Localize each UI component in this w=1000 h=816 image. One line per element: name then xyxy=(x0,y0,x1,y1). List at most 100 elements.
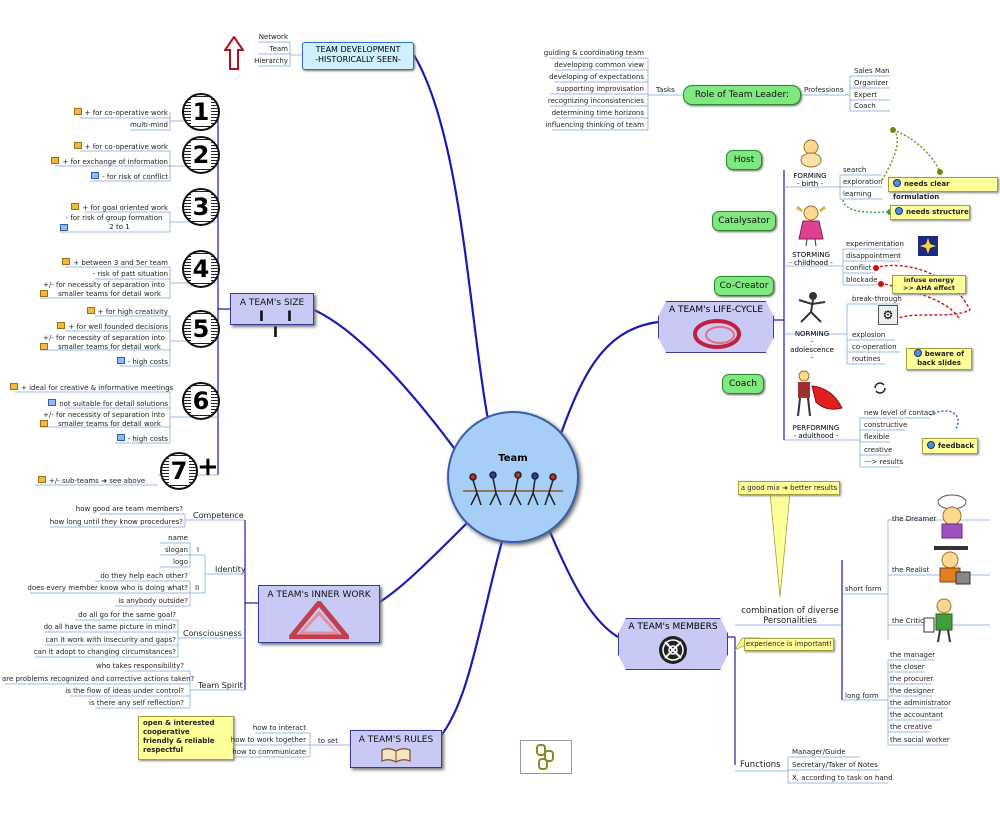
role-co-creator[interactable]: Co-Creator xyxy=(714,276,774,296)
stage-item: routines xyxy=(852,355,881,363)
dev-item: Hierarchy xyxy=(254,57,288,65)
professions-label: Professions xyxy=(804,86,844,94)
stage-item: new level of contact xyxy=(864,409,935,417)
identity-item: slogan xyxy=(164,546,188,554)
lifecycle-title: A TEAM's LIFE-CYCLE xyxy=(668,305,764,315)
team-development-node[interactable]: TEAM DEVELOPMENT -HISTORICALLY SEEN- xyxy=(302,42,414,70)
roman-one: I xyxy=(197,546,200,554)
consciousness-item: do all go for the same goal? xyxy=(78,611,176,619)
lifecycle-node[interactable]: A TEAM's LIFE-CYCLE xyxy=(658,301,774,353)
matador-icon xyxy=(797,370,843,417)
stage-item: search xyxy=(843,166,867,174)
inner-work-node[interactable]: A TEAM's INNER WORK xyxy=(258,585,380,643)
dreamer-icon xyxy=(937,494,967,539)
identity-item: name xyxy=(168,534,188,542)
needs-clear-formulation-note: needs clear formulation xyxy=(888,177,998,201)
size-item: not suitable for detail solutions xyxy=(40,399,168,409)
stage-item: break-through xyxy=(852,295,902,303)
identity-item: logo xyxy=(173,558,188,566)
stage-sub: - adolescence - xyxy=(790,338,834,362)
task-item: influencing thinking of team xyxy=(545,121,644,129)
dancer-icon xyxy=(798,292,826,323)
good-mix-note: a good mix ➜ better results xyxy=(738,481,840,495)
long-item: the closer xyxy=(890,663,925,671)
stage-name: PERFORMING xyxy=(792,424,840,432)
number-four-icon: 4 xyxy=(182,250,220,288)
size-item: +/- for necessity of separation into xyxy=(43,334,165,342)
team-spirit-label: Team Spirit xyxy=(198,681,243,690)
size-item: - for risk of conflict xyxy=(40,172,168,182)
size-item: + for high creativity xyxy=(40,307,168,317)
team-spirit-item: who takes responsibility? xyxy=(96,662,184,670)
recycle-arrows-icon xyxy=(874,382,886,394)
inner-work-title: A TEAM's INNER WORK xyxy=(267,590,371,600)
book-icon xyxy=(381,748,411,763)
to-set-label: to set xyxy=(318,737,338,745)
task-item: guiding & coordinating team xyxy=(543,49,644,57)
branch-rules xyxy=(439,529,507,738)
stage-sub: - adulthood - xyxy=(793,432,839,440)
profession-item: Organizer xyxy=(854,79,889,87)
stage-performing: PERFORMING - adulthood - xyxy=(786,368,846,440)
experience-note: experience is important! xyxy=(744,638,834,651)
stage-item: blockade xyxy=(846,276,878,284)
members-node[interactable]: A TEAM's MEMBERS xyxy=(618,618,728,670)
feedback-note: feedback xyxy=(922,438,978,454)
team-size-title: A TEAM's SIZE xyxy=(239,298,305,308)
critic-label: the Critic xyxy=(892,617,924,625)
knot-emblem-icon xyxy=(659,636,687,664)
size-item: +/- for necessity of separation into xyxy=(43,281,165,289)
size-item: multi-mind xyxy=(129,121,168,129)
branch-team-size xyxy=(311,307,471,471)
team-leader-node[interactable]: Role of Team Leader: xyxy=(683,85,801,105)
team-development-title: TEAM DEVELOPMENT xyxy=(315,45,401,54)
rules-node[interactable]: A TEAM'S RULES xyxy=(350,730,442,768)
functions-label: Functions xyxy=(740,760,781,770)
critic-icon xyxy=(923,598,953,643)
center-node[interactable]: Team xyxy=(447,411,579,543)
size-item: 2 to 1 xyxy=(60,223,168,232)
number-six-icon: 6 xyxy=(182,382,220,420)
branch-team-development xyxy=(413,54,502,471)
stage-item: ---> results xyxy=(864,458,904,466)
members-title: A TEAM's MEMBERS xyxy=(628,622,718,632)
stage-sub: - childhood - xyxy=(789,259,833,267)
role-host[interactable]: Host xyxy=(726,150,762,170)
penrose-triangle-icon xyxy=(289,601,349,639)
dev-item: Network xyxy=(258,33,288,41)
size-item: smaller teams for detail work xyxy=(40,290,168,299)
size-item: +/- for necessity of separation into xyxy=(43,411,165,419)
task-item: supporting improvisation xyxy=(556,85,644,93)
role-catalysator[interactable]: Catalysator xyxy=(712,211,776,231)
role-coach[interactable]: Coach xyxy=(722,374,764,394)
stage-item: learning xyxy=(843,190,872,198)
team-development-subtitle: -HISTORICALLY SEEN- xyxy=(315,55,401,64)
short-form-label: short form xyxy=(845,585,882,593)
team-spirit-item: are problems recognized and corrective a… xyxy=(2,675,195,683)
up-arrow-icon xyxy=(224,36,244,70)
stage-sub: - birth - xyxy=(797,180,823,188)
infuse-energy-note: infuse energy>> AHA effect xyxy=(892,275,966,294)
long-item: the creative xyxy=(890,723,933,731)
stage-item: explosion xyxy=(852,331,886,339)
tug-of-war-icon xyxy=(463,471,563,506)
three-bars-icon: I I I xyxy=(258,309,302,341)
long-item: the accountant xyxy=(890,711,944,719)
task-item: developing of expectations xyxy=(549,73,644,81)
team-spirit-item: is the flow of ideas under control? xyxy=(65,687,184,695)
stage-name: NORMING xyxy=(794,330,830,338)
function-item: Manager/Guide xyxy=(792,748,846,756)
stage-item: conflict xyxy=(846,264,872,272)
size-item: + for goal oriented work xyxy=(40,203,168,213)
starburst-icon xyxy=(918,236,938,256)
size-item: - for risk of group formation xyxy=(65,214,163,222)
function-item: Secretary/Taker of Notes xyxy=(792,761,878,769)
consciousness-item: can it work with insecurity and gaps? xyxy=(45,636,176,644)
team-size-node[interactable]: A TEAM's SIZE I I I xyxy=(230,293,314,341)
size-item: smaller teams for detail work xyxy=(40,420,168,429)
center-label: Team xyxy=(498,453,528,464)
number-three-icon: 3 xyxy=(182,188,220,226)
